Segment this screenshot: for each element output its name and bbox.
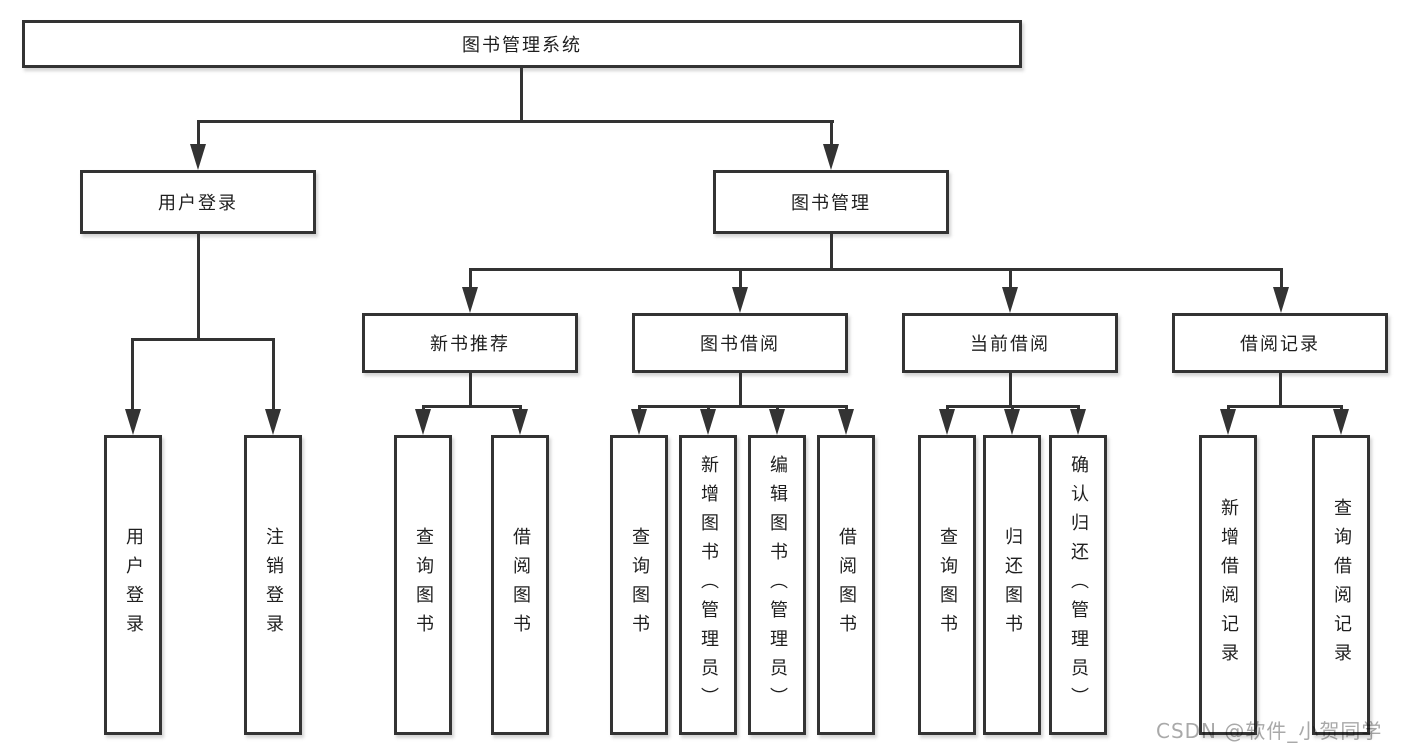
node-library-management-system: 图书管理系统 <box>22 20 1022 68</box>
connector-shaft <box>131 338 134 411</box>
node-book-borrowing: 图书借阅 <box>632 313 848 373</box>
leaf-user-login: 用户登录 <box>104 435 162 735</box>
leaf-confirm-return-admin: 确认归还（管理员） <box>1049 435 1107 735</box>
connector-hline <box>1227 405 1343 408</box>
leaf-borrow-books-borrowing: 借阅图书 <box>817 435 875 735</box>
connector-stem <box>739 373 742 405</box>
leaf-label: 借阅图书 <box>836 527 857 643</box>
leaf-query-books-recommend: 查询图书 <box>394 435 452 735</box>
connector-shaft <box>272 338 275 411</box>
csdn-watermark: CSDN @软件_小贺同学 <box>1156 719 1383 743</box>
node-label: 借阅记录 <box>1240 334 1320 355</box>
down-arrow-icon <box>512 409 528 435</box>
leaf-label: 查询借阅记录 <box>1331 498 1352 672</box>
leaf-query-books-borrowing: 查询图书 <box>610 435 668 735</box>
connector-level1-hline <box>197 120 834 123</box>
leaf-edit-book-admin: 编辑图书（管理员） <box>748 435 806 735</box>
down-arrow-icon <box>732 287 748 313</box>
node-label: 新书推荐 <box>430 334 510 355</box>
leaf-label: 编辑图书（管理员） <box>767 454 788 716</box>
connector-hline <box>638 405 848 408</box>
leaf-label: 查询图书 <box>629 527 650 643</box>
leaf-label: 查询图书 <box>937 527 958 643</box>
connector-user-login-shaft <box>197 120 200 148</box>
down-arrow-icon <box>823 144 839 170</box>
node-current-borrowing: 当前借阅 <box>902 313 1118 373</box>
leaf-add-book-admin: 新增图书（管理员） <box>679 435 737 735</box>
down-arrow-icon <box>939 409 955 435</box>
connector-book-mgmt-shaft <box>830 120 833 148</box>
node-user-login: 用户登录 <box>80 170 316 234</box>
leaf-label: 用户登录 <box>123 527 144 643</box>
leaf-label: 新增借阅记录 <box>1218 498 1239 672</box>
leaf-add-borrow-record: 新增借阅记录 <box>1199 435 1257 735</box>
leaf-label: 归还图书 <box>1002 527 1023 643</box>
leaf-label: 借阅图书 <box>510 527 531 643</box>
down-arrow-icon <box>190 144 206 170</box>
connector-stem <box>469 373 472 405</box>
down-arrow-icon <box>1333 409 1349 435</box>
leaf-query-borrow-record: 查询借阅记录 <box>1312 435 1370 735</box>
down-arrow-icon <box>1273 287 1289 313</box>
down-arrow-icon <box>265 409 281 435</box>
down-arrow-icon <box>700 409 716 435</box>
connector-hline <box>422 405 521 408</box>
down-arrow-icon <box>415 409 431 435</box>
down-arrow-icon <box>838 409 854 435</box>
leaf-query-books-current: 查询图书 <box>918 435 976 735</box>
node-new-book-recommendation: 新书推荐 <box>362 313 578 373</box>
down-arrow-icon <box>1070 409 1086 435</box>
leaf-return-books: 归还图书 <box>983 435 1041 735</box>
connector-stem <box>1009 373 1012 405</box>
leaf-label: 确认归还（管理员） <box>1068 454 1089 716</box>
node-label: 图书借阅 <box>700 334 780 355</box>
down-arrow-icon <box>125 409 141 435</box>
node-label: 图书管理系统 <box>462 35 582 56</box>
connector-shaft <box>469 268 472 289</box>
connector-stem <box>1279 373 1282 405</box>
connector-user-login-stem <box>197 234 200 338</box>
down-arrow-icon <box>1004 409 1020 435</box>
leaf-label: 注销登录 <box>263 527 284 643</box>
down-arrow-icon <box>1220 409 1236 435</box>
leaf-logout: 注销登录 <box>244 435 302 735</box>
connector-shaft <box>1009 268 1012 289</box>
node-label: 用户登录 <box>158 193 238 214</box>
node-borrowing-records: 借阅记录 <box>1172 313 1388 373</box>
down-arrow-icon <box>769 409 785 435</box>
connector-shaft <box>739 268 742 289</box>
connector-root-stem <box>520 66 523 122</box>
leaf-label: 查询图书 <box>413 527 434 643</box>
node-book-management: 图书管理 <box>713 170 949 234</box>
connector-user-login-hline <box>132 338 275 341</box>
connector-shaft <box>1280 268 1283 289</box>
connector-book-mgmt-stem <box>830 234 833 268</box>
down-arrow-icon <box>631 409 647 435</box>
leaf-borrow-books-recommend: 借阅图书 <box>491 435 549 735</box>
connector-level2-hline <box>469 268 1283 271</box>
down-arrow-icon <box>1002 287 1018 313</box>
node-label: 当前借阅 <box>970 334 1050 355</box>
down-arrow-icon <box>462 287 478 313</box>
leaf-label: 新增图书（管理员） <box>698 454 719 716</box>
node-label: 图书管理 <box>791 193 871 214</box>
